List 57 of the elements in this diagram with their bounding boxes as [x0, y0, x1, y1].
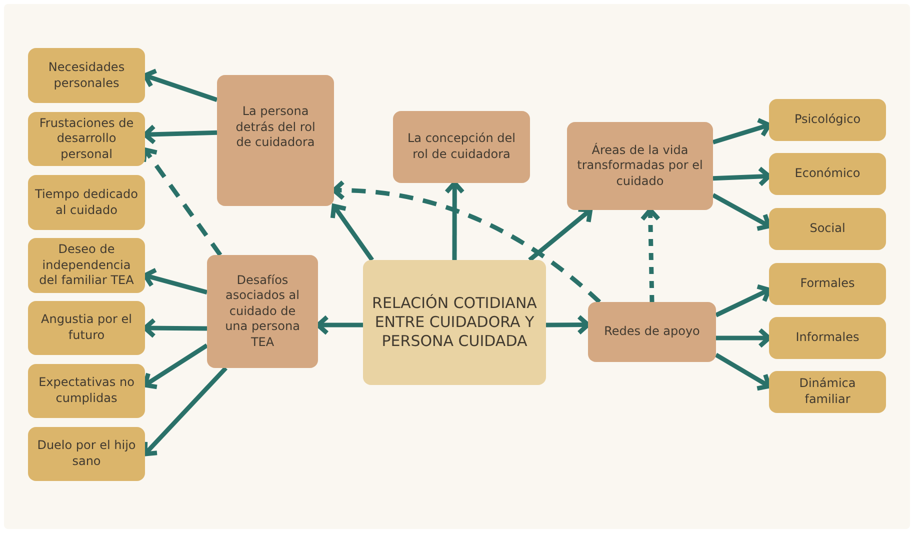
box-text: Informales: [796, 330, 860, 346]
category-box: [393, 111, 530, 183]
item-box: [28, 48, 145, 103]
box-text: Redes de apoyo: [604, 324, 700, 340]
arrow: [712, 193, 772, 231]
arrow: [716, 328, 772, 348]
item-box: [28, 301, 145, 355]
box-text: Desafíos asociados al cuidado de una persona TEA: [224, 272, 301, 350]
box-text: Dinámica familiar: [798, 376, 857, 408]
arrow: [142, 124, 218, 145]
arrow: [332, 180, 602, 304]
item-box: [769, 263, 886, 305]
item-box: [28, 364, 145, 418]
category-box: [588, 302, 716, 362]
arrow: [142, 68, 218, 102]
box-text: Frustaciones de desarrollo personal: [38, 116, 135, 162]
arrow: [528, 207, 593, 262]
item-box: [28, 112, 145, 166]
category-box: [567, 122, 713, 210]
box-text: Angustia por el futuro: [40, 312, 133, 344]
arrow: [546, 314, 590, 336]
box-text: Expectativas no cumplidas: [38, 375, 136, 407]
arrow: [712, 166, 772, 187]
arrow: [142, 366, 228, 456]
category-box: [217, 75, 334, 206]
item-box: [769, 99, 886, 141]
box-text: Formales: [800, 276, 855, 292]
item-box: [28, 238, 145, 293]
item-box: [769, 371, 886, 413]
item-box: [769, 153, 886, 195]
item-box: [769, 208, 886, 250]
arrow: [142, 318, 208, 338]
arrow: [316, 314, 363, 336]
box-text: Duelo por el hijo sano: [36, 438, 137, 470]
box-text: Áreas de la vida transformadas por el cuidado: [576, 142, 704, 190]
category-box: [207, 255, 318, 368]
item-box: [769, 317, 886, 359]
box-text: Social: [810, 221, 846, 237]
box-text: La concepción del rol de cuidadora: [406, 131, 517, 163]
arrow: [444, 180, 465, 260]
arrow: [714, 352, 772, 391]
arrow: [715, 284, 772, 318]
box-text: Psicológico: [794, 112, 861, 128]
arrow: [142, 344, 208, 390]
arrow: [330, 204, 374, 262]
item-box: [28, 175, 145, 230]
arrow: [712, 118, 772, 144]
box-text: Deseo de independencia del familiar TEA: [38, 242, 135, 289]
box-text: La persona detrás del rol de cuidadora: [235, 104, 316, 151]
central-box: [363, 260, 546, 385]
box-text: Necesidades personales: [47, 60, 126, 92]
item-box: [28, 427, 145, 481]
box-text: Económico: [794, 166, 860, 182]
box-text: RELACIÓN COTIDIANA ENTRE CUIDADORA Y PERSONA CUIDADA: [371, 294, 538, 351]
arrow: [640, 208, 661, 302]
box-text: Tiempo dedicado al cuidado: [34, 186, 139, 218]
arrow: [142, 268, 208, 294]
